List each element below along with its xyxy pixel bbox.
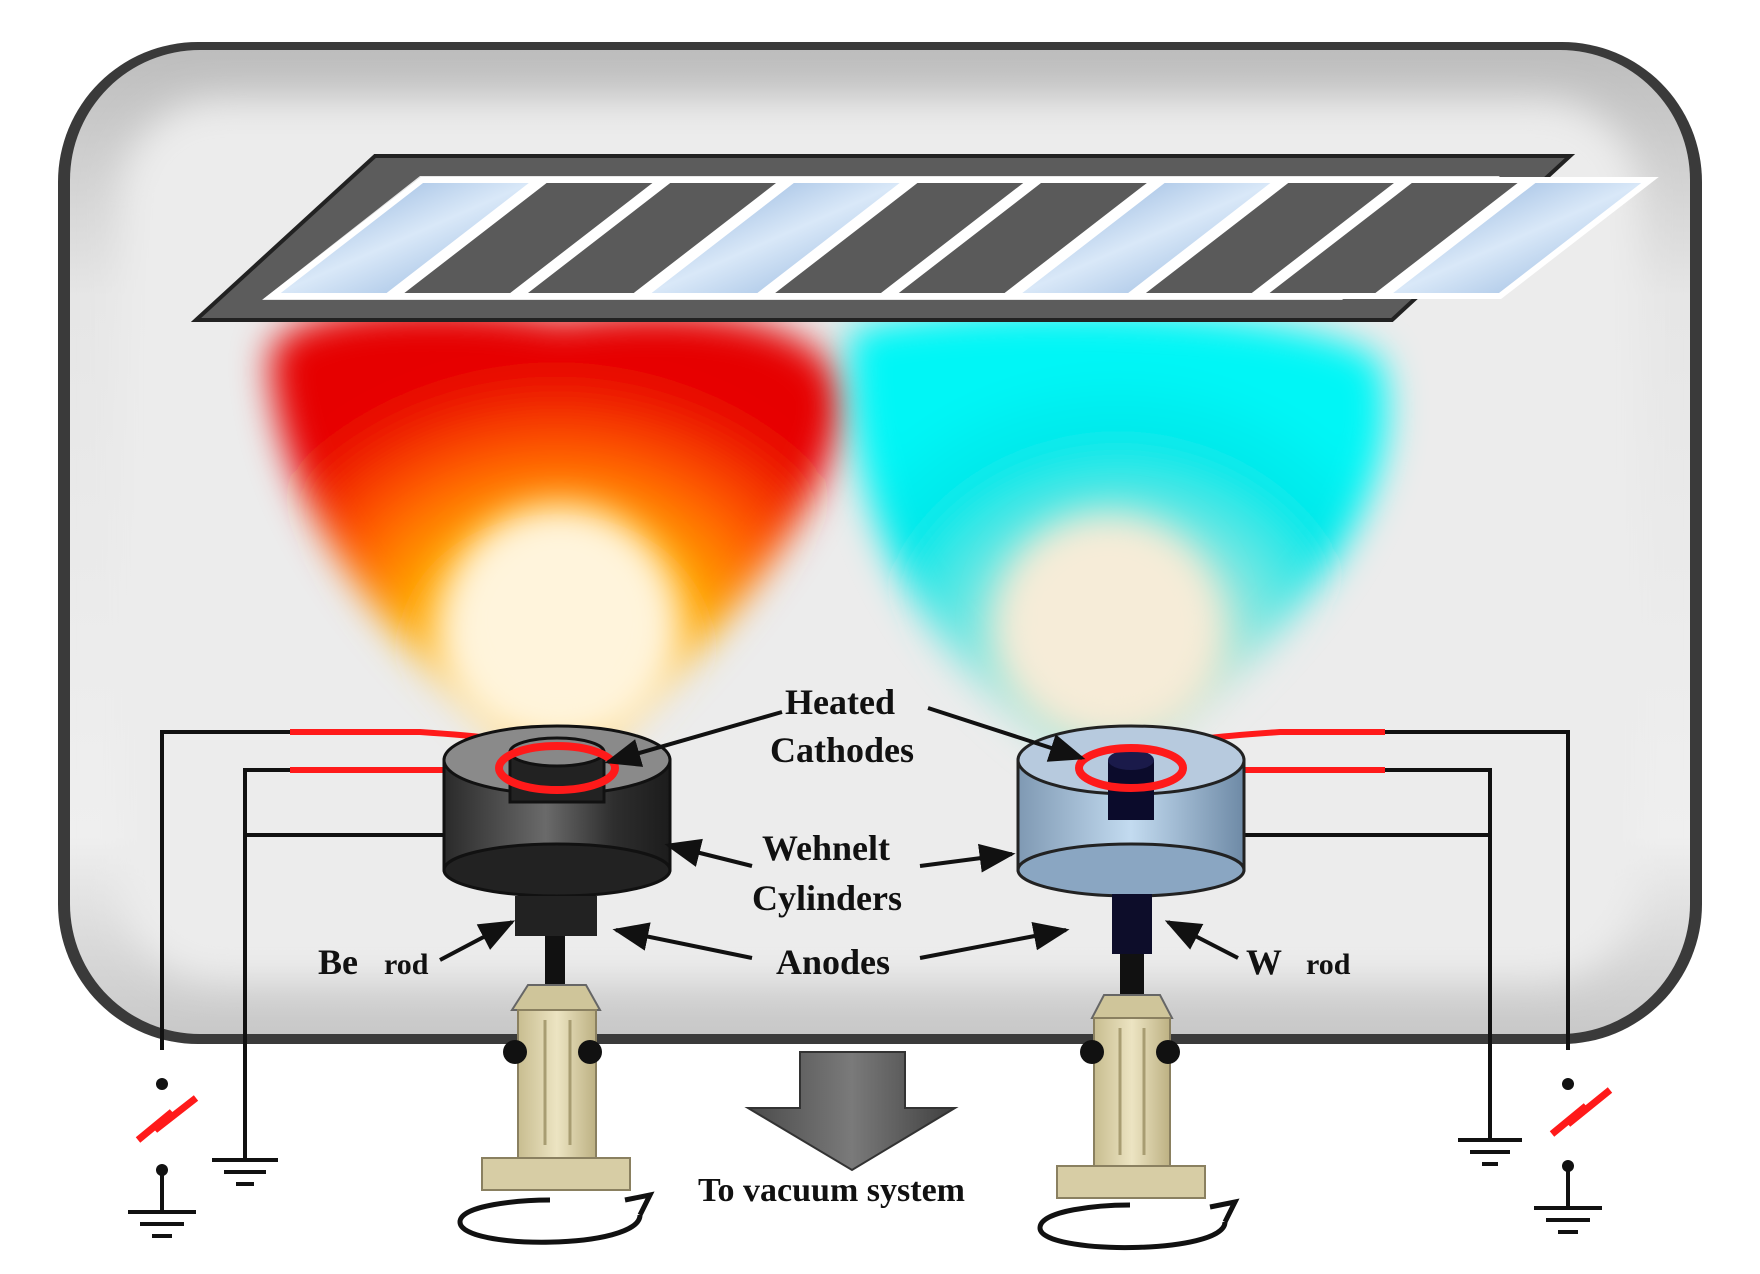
- w-rod-label-element: W: [1246, 942, 1282, 982]
- wehnelt-cylinders-label-line1: Wehnelt: [762, 828, 891, 868]
- be-rod-label-element: Be: [318, 942, 358, 982]
- lightning-bolt-icon: [135, 1095, 199, 1143]
- wiring-ground-stubs: [160, 1166, 1570, 1212]
- substrate-tiles: [263, 177, 1659, 299]
- plasma-plume-left: [270, 308, 842, 790]
- substrate-tile-glass: [1375, 177, 1659, 299]
- rotation-arrow-icon: [457, 1191, 655, 1245]
- wiring-black: [160, 730, 1570, 1160]
- rotation-arrow-icon: [1037, 1198, 1240, 1250]
- wire-terminals: [156, 1078, 1574, 1176]
- substrate-panel: [190, 154, 1659, 322]
- substrate-tile-glass: [263, 177, 547, 299]
- heated-cathodes-label-line2: Cathodes: [770, 730, 915, 770]
- electron-gun-left: [442, 724, 672, 986]
- down-arrow-icon: [744, 1051, 959, 1172]
- rod-holder-right: [1056, 994, 1206, 1199]
- w-rod-label-word: rod: [1306, 948, 1351, 981]
- vacuum-system-label: To vacuum system: [698, 1172, 965, 1209]
- plasma-plume-right: [849, 310, 1387, 790]
- be-rod-label-word: rod: [384, 948, 429, 981]
- anodes-label: Anodes: [776, 942, 891, 982]
- heated-cathodes-label-line1: Heated: [785, 682, 895, 722]
- substrate-tile-dark: [386, 177, 670, 299]
- ground-symbol-icon: [1534, 1206, 1602, 1234]
- substrate-tile-dark: [1128, 177, 1412, 299]
- ground-symbol-icon: [212, 1158, 278, 1186]
- wehnelt-cylinders-label-line2: Cylinders: [752, 878, 903, 918]
- substrate-tile-dark: [510, 177, 794, 299]
- ground-symbol-icon: [128, 1210, 196, 1238]
- rod-holder-left: [481, 984, 631, 1191]
- substrate-tile-dark: [757, 177, 1041, 299]
- leader-arrows: [439, 706, 1239, 962]
- substrate-tile-glass: [1004, 177, 1288, 299]
- substrate-tile-dark: [881, 177, 1165, 299]
- substrate-tile-glass: [634, 177, 918, 299]
- lightning-bolt-icon: [1549, 1087, 1613, 1137]
- substrate-tile-dark: [1252, 177, 1536, 299]
- ground-symbol-icon: [1458, 1138, 1522, 1166]
